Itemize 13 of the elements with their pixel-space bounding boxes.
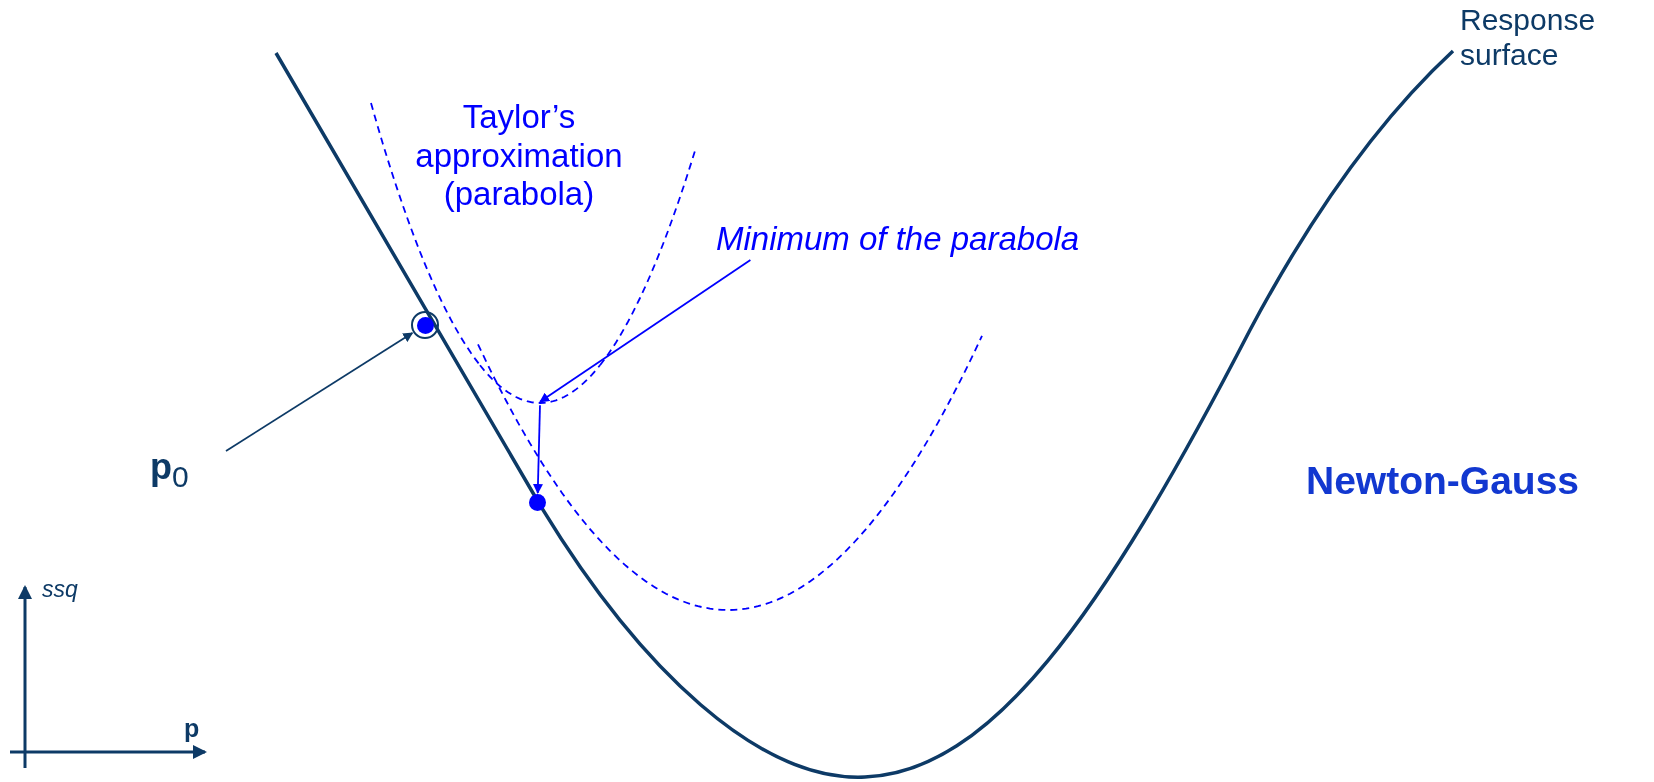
callout-label: p$_{0}$ — [150, 446, 189, 495]
arrow — [225, 332, 414, 452]
ringed-point — [411, 311, 439, 339]
arrow — [539, 259, 752, 403]
arrow — [533, 404, 543, 494]
callout-label: Minimum of the parabola — [716, 220, 1080, 258]
text-label: Newton-Gauss — [1306, 458, 1581, 504]
axis-label: p — [184, 714, 201, 744]
text-label: Response surface — [1460, 2, 1597, 73]
parabola-vertex — [479, 364, 601, 404]
text-label: Taylor’s approximation (parabola) — [414, 98, 624, 214]
point-marker — [529, 494, 546, 511]
axis-label: ssq — [42, 576, 79, 603]
